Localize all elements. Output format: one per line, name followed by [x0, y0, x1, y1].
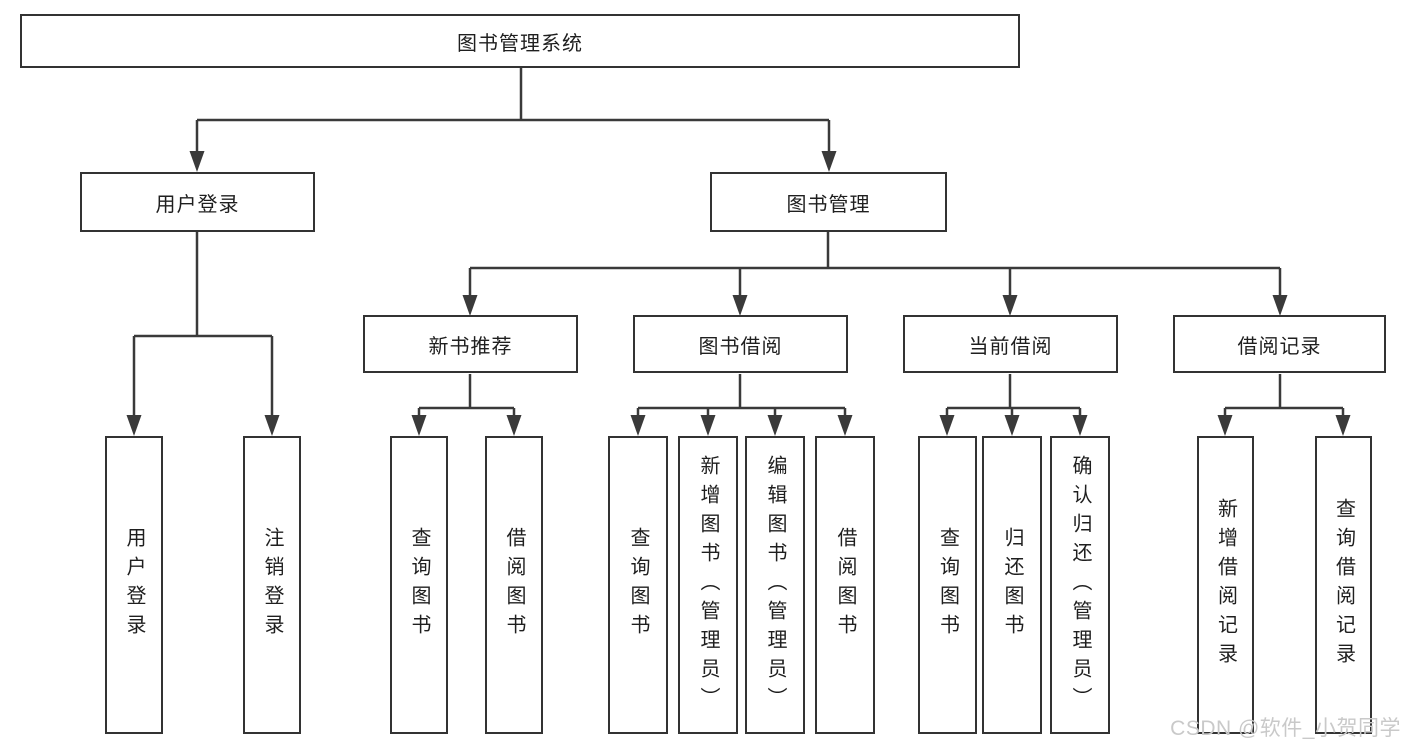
leaf-records-add-record: 新增借阅记录: [1197, 436, 1254, 734]
leaf-current-query-book: 查询图书: [918, 436, 977, 734]
node-current-borrow: 当前借阅: [903, 315, 1118, 373]
node-borrow-records: 借阅记录: [1173, 315, 1386, 373]
node-book-management: 图书管理: [710, 172, 947, 232]
leaf-records-query-record: 查询借阅记录: [1315, 436, 1372, 734]
csdn-watermark: CSDN @软件_小贺同学: [1170, 717, 1401, 740]
node-new-book-recommend: 新书推荐: [363, 315, 578, 373]
leaf-borrow-borrow-book: 借阅图书: [815, 436, 875, 734]
leaf-borrow-query-book: 查询图书: [608, 436, 668, 734]
leaf-current-return-book: 归还图书: [982, 436, 1042, 734]
leaf-current-confirm-return-admin: 确认归还（管理员）: [1050, 436, 1110, 734]
node-book-borrow: 图书借阅: [633, 315, 848, 373]
node-root: 图书管理系统: [20, 14, 1020, 68]
node-user-login: 用户登录: [80, 172, 315, 232]
leaf-borrow-edit-book-admin: 编辑图书（管理员）: [745, 436, 805, 734]
arrowheads: [126, 151, 1351, 436]
leaf-borrow-add-book-admin: 新增图书（管理员）: [678, 436, 738, 734]
leaf-recommend-borrow-book: 借阅图书: [485, 436, 543, 734]
leaf-logout: 注销登录: [243, 436, 301, 734]
leaf-user-login: 用户登录: [105, 436, 163, 734]
leaf-recommend-query-book: 查询图书: [390, 436, 448, 734]
